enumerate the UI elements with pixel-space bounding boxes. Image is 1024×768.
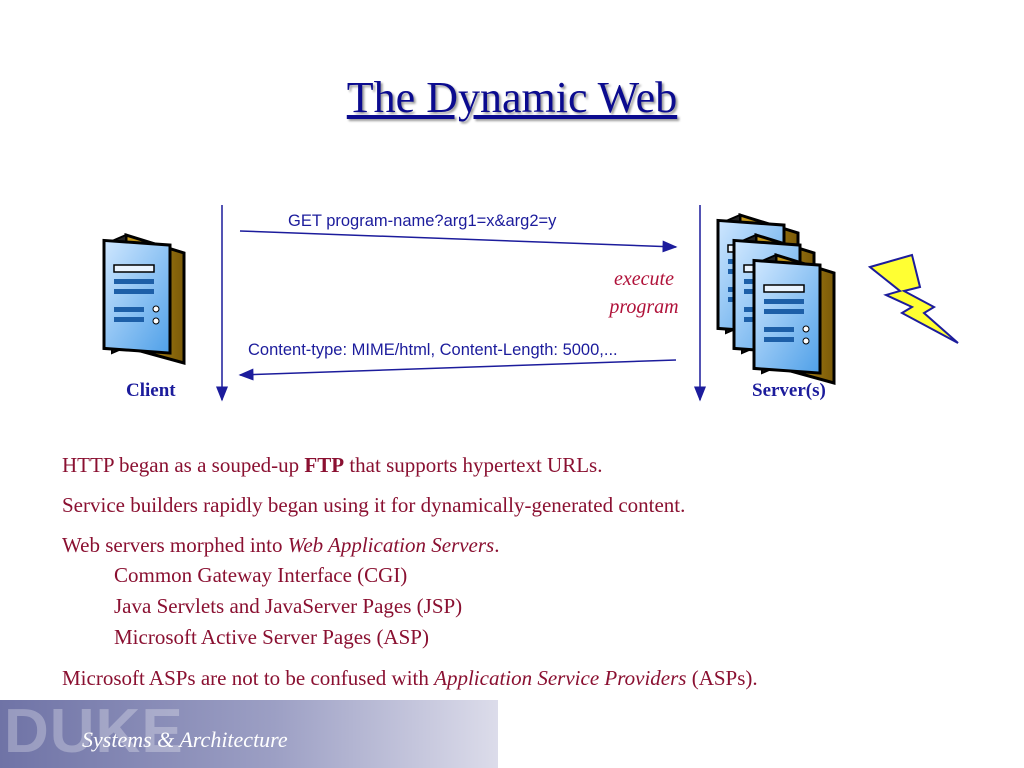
sub-bullet-cgi: Common Gateway Interface (CGI): [114, 563, 408, 587]
response-label: Content-type: MIME/html, Content-Length:…: [248, 341, 618, 359]
client-label: Client: [126, 380, 176, 401]
lightning-icon: [867, 253, 959, 344]
web-app-servers-italic: Web Application Servers: [287, 533, 495, 557]
response-arrow: [238, 359, 677, 381]
request-label: GET program-name?arg1=x&arg2=y: [288, 212, 557, 230]
slide-title: The Dynamic Web: [346, 73, 678, 122]
request-arrow: [239, 230, 678, 253]
bullet-http-ftp: HTTP began as a souped-up FTP that suppo…: [62, 453, 603, 477]
sub-bullet-asp: Microsoft Active Server Pages (ASP): [114, 625, 429, 649]
app-service-providers-italic: Application Service Providers: [434, 666, 687, 690]
execute-word: execute: [614, 268, 674, 290]
diagram-graphics: [102, 205, 959, 402]
bullet-service-builders: Service builders rapidly began using it …: [62, 493, 686, 517]
duke-logo: DUKE: [4, 700, 184, 766]
client-server-diagram: GET program-name?arg1=x&arg2=y execute p…: [0, 195, 1024, 415]
bullet-web-servers: Web servers morphed into Web Application…: [62, 530, 982, 653]
execute-program-label: execute program: [596, 265, 692, 321]
server-stack-icon: [716, 213, 836, 385]
ftp-bold: FTP: [304, 453, 345, 477]
sub-bullet-jsp: Java Servlets and JavaServer Pages (JSP): [114, 594, 463, 618]
bullet-asps: Microsoft ASPs are not to be confused wi…: [62, 666, 758, 690]
bullet-list: HTTP began as a souped-up FTP that suppo…: [62, 450, 982, 703]
footer-caption: Systems & Architecture: [82, 727, 288, 752]
server-label: Server(s): [752, 380, 826, 401]
program-word: program: [609, 296, 679, 318]
client-computer-icon: [102, 233, 186, 365]
footer-banner: DUKE Systems & Architecture: [0, 700, 498, 768]
